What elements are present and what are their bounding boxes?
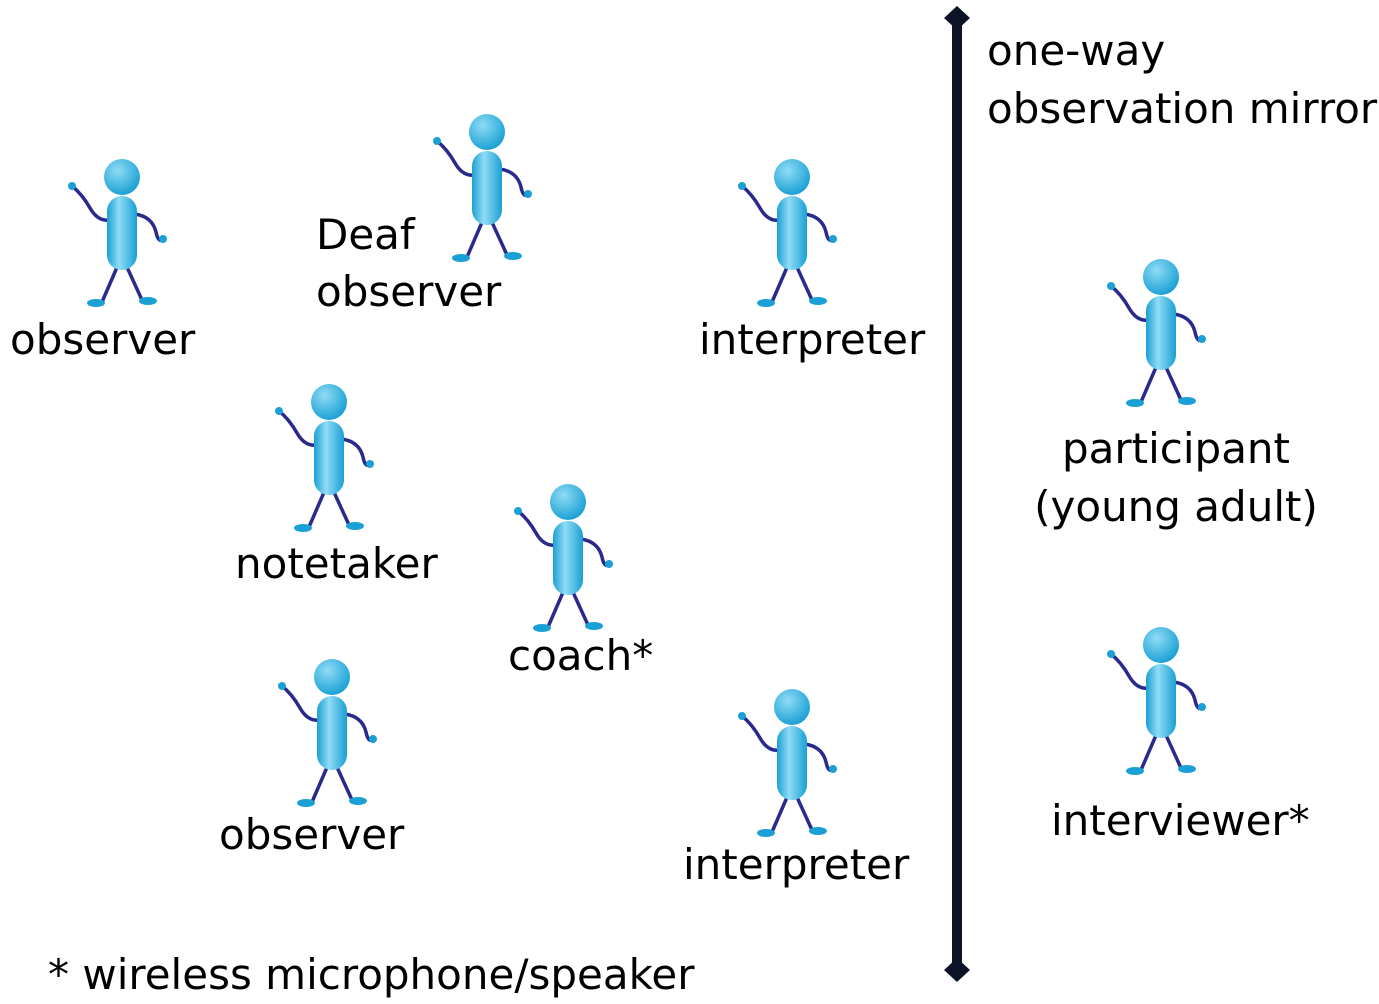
stick-figure-icon (278, 659, 377, 807)
stick-figure-icon (433, 114, 532, 262)
label-observer-bottom: observer (219, 810, 405, 859)
label-coach: coach* (508, 631, 654, 680)
footnote: * wireless microphone/speaker (48, 950, 695, 999)
mirror-label-line2: observation mirror (987, 84, 1378, 133)
stick-figure-icon (275, 384, 374, 532)
stick-figure-icon (68, 159, 167, 307)
label-interviewer: interviewer* (1051, 796, 1310, 845)
figure-coach (508, 475, 628, 645)
label-observer-top-left: observer (10, 315, 196, 364)
figure-observer-bottom (272, 650, 392, 820)
figure-notetaker (269, 375, 389, 545)
figure-deaf-observer (427, 105, 547, 275)
mirror-top-diamond (944, 6, 970, 30)
label-participant-line1: participant (1061, 424, 1291, 473)
label-deaf-line2: observer (316, 267, 502, 316)
mirror-label-line1: one-way (987, 26, 1166, 75)
stick-figure-icon (1107, 627, 1206, 775)
stick-figure-icon (738, 159, 837, 307)
label-interpreter-bottom: interpreter (683, 840, 910, 889)
figure-observer-top-left (62, 150, 182, 320)
stick-figure-icon (1107, 259, 1206, 407)
mirror-bottom-diamond (944, 958, 970, 982)
label-participant-line2: (young adult) (1034, 482, 1318, 531)
label-notetaker: notetaker (235, 539, 438, 588)
label-interpreter-top: interpreter (699, 315, 926, 364)
label-deaf-line1: Deaf (316, 210, 415, 259)
stick-figure-icon (738, 689, 837, 837)
figure-interpreter-bottom (732, 680, 852, 850)
stick-figure-icon (514, 484, 613, 632)
figure-participant (1101, 250, 1221, 420)
figure-interviewer (1101, 618, 1221, 788)
figure-interpreter-top (732, 150, 852, 320)
